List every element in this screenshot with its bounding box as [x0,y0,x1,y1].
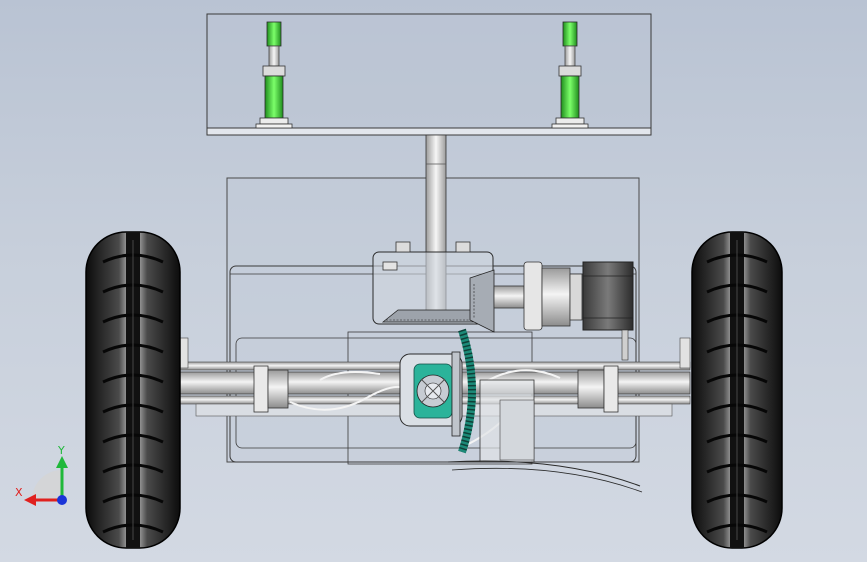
lower-cable [447,460,641,487]
piston-right [551,21,589,129]
piston-left [255,21,293,129]
gearbox [372,241,495,333]
triad-x-label: X [15,486,23,499]
coordinate-triad-icon: Y X [15,444,68,506]
triad-y-label: Y [57,444,65,457]
motor-assembly [493,261,634,361]
wheel-right [691,231,783,549]
differential [399,328,535,463]
wheel-left [85,231,181,549]
